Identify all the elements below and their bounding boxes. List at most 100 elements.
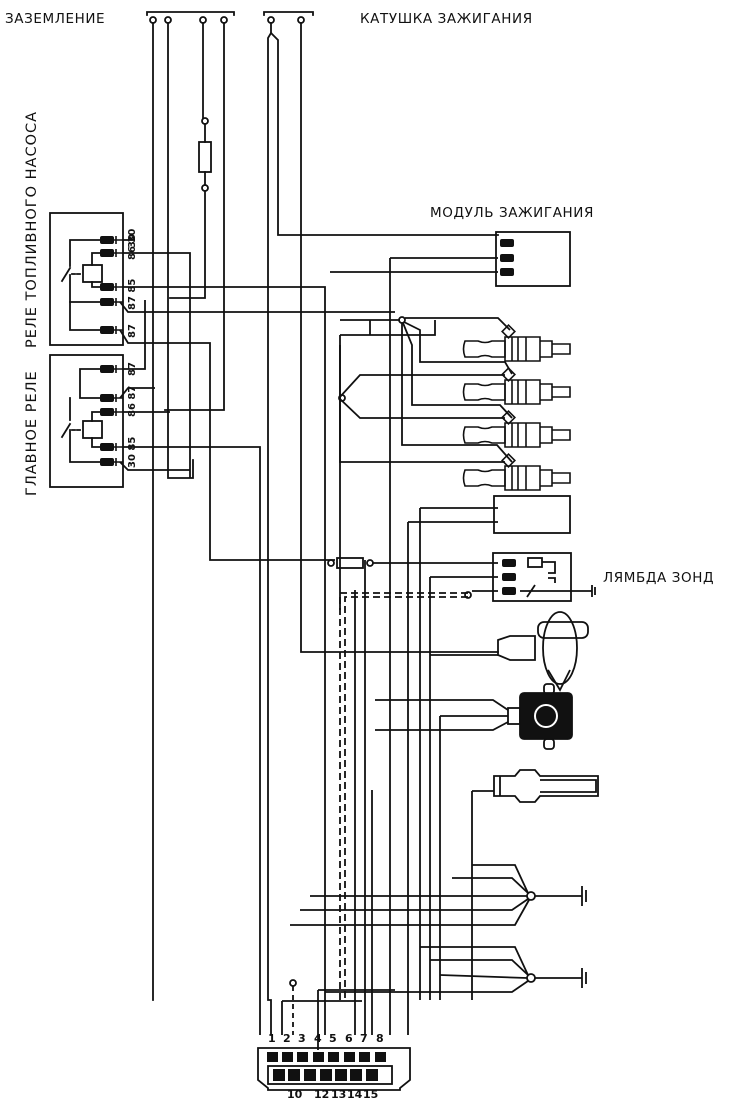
wire [123, 446, 261, 1035]
wire [119, 387, 155, 399]
relay-pin-terminal [100, 236, 114, 244]
connector-pin-label: 5 [329, 1032, 337, 1045]
wire [300, 22, 499, 653]
wire [375, 721, 509, 731]
wire [300, 898, 529, 911]
ignition-module [495, 231, 571, 287]
wire [340, 320, 436, 336]
wire [339, 345, 505, 463]
idle-air-valve [497, 611, 589, 692]
wire [119, 329, 335, 561]
resistor [336, 557, 364, 569]
connector-pin [282, 1052, 293, 1062]
connector-pin [297, 1052, 308, 1062]
wire [402, 322, 513, 419]
fuel-injector [462, 367, 571, 405]
connector-pin-label: 10 [287, 1088, 303, 1101]
relay-pin-terminal [100, 394, 114, 402]
wire [419, 507, 498, 1000]
connector-pin-label: 6 [345, 1032, 353, 1045]
fuel-pump-relay-label: РЕЛЕ ТОПЛИВНОГО НАСОСА [24, 110, 40, 348]
ground-icon [581, 968, 587, 988]
wire [325, 980, 529, 993]
wire [405, 317, 511, 331]
shield-wire [344, 596, 468, 1000]
ignition-coil-label: КАТУШКА ЗАЖИГАНИЯ [360, 11, 533, 27]
module-pin-terminal [500, 268, 514, 276]
connector-pin [288, 1069, 300, 1081]
diagnostic-connector [257, 1047, 411, 1091]
main-relay-pin-label: 86 87 [127, 385, 138, 417]
wire [123, 300, 146, 370]
fuel-relay-pin-label: 87 [127, 324, 138, 338]
shield-wire [339, 592, 468, 1000]
wire [403, 321, 513, 375]
junction [464, 591, 472, 599]
wire [338, 374, 505, 399]
connector-pin-label: 14 [347, 1088, 363, 1101]
connector-pin-label: 4 [314, 1032, 322, 1045]
connector-pin-label: 3 [298, 1032, 306, 1045]
wire [290, 899, 530, 926]
lambda-probe-module [492, 552, 596, 602]
main-relay-pin-label: 87 [127, 362, 138, 376]
ignition-module-label: МОДУЛЬ ЗАЖИГАНИЯ [430, 205, 594, 221]
ground-junction [526, 973, 536, 983]
wire [430, 959, 529, 976]
module-pin-terminal [502, 559, 516, 567]
fuel-injector [462, 453, 571, 491]
wire [407, 521, 498, 1035]
wire [123, 252, 191, 478]
lambda-probe-label: ЛЯМБДА ЗОНД [603, 570, 715, 586]
connector-pin [375, 1052, 386, 1062]
wire [452, 877, 529, 894]
connector-pin-label: 2 [283, 1032, 291, 1045]
main-relay [49, 354, 124, 488]
relay-pin-terminal [100, 458, 114, 466]
connector-pin [313, 1052, 324, 1062]
main-relay-pin-label: 30 85 [127, 436, 138, 468]
wire [401, 323, 513, 463]
ignition-coil-terminal-block [263, 11, 314, 24]
wire [164, 22, 225, 411]
connector-pin-label: 12 [314, 1088, 330, 1101]
sensor-module [493, 495, 571, 534]
wire [439, 715, 508, 1000]
wire [389, 257, 498, 1035]
wire [119, 461, 190, 471]
wire [420, 946, 529, 976]
wire [429, 576, 498, 1000]
relay-pin-terminal [100, 326, 114, 334]
connector-pin [366, 1069, 378, 1081]
wire [119, 301, 395, 313]
wire [267, 31, 273, 1036]
connector-pin [273, 1069, 285, 1081]
relay-pin-terminal [100, 249, 114, 257]
relay-pin-terminal [100, 298, 114, 306]
connector-pin [320, 1069, 332, 1081]
fuel-relay-pin-label: 30 [127, 234, 138, 248]
ground-terminal-block [146, 11, 235, 24]
ground-icon [581, 886, 587, 906]
module-pin-terminal [502, 587, 516, 595]
ground-junction [526, 891, 536, 901]
resistor-terminal [327, 559, 335, 567]
resistor [198, 141, 212, 173]
connector-pin [267, 1052, 278, 1062]
wire [270, 22, 499, 236]
fuel-pump-relay [49, 212, 124, 346]
module-pin-terminal [500, 239, 514, 247]
connector-pin-label: 13 [331, 1088, 347, 1101]
wire [439, 974, 528, 979]
wire [281, 1000, 362, 1035]
fuel-injector [462, 410, 571, 448]
wire [169, 123, 206, 299]
resistor-terminal [366, 559, 374, 567]
fuel-relay-pin-label: 87 85 [127, 278, 138, 310]
wire [123, 286, 326, 1035]
module-pin-terminal [502, 573, 516, 581]
relay-pin-terminal [100, 365, 114, 373]
connector-pin-label: 1 [268, 1032, 276, 1045]
wire [375, 699, 509, 711]
